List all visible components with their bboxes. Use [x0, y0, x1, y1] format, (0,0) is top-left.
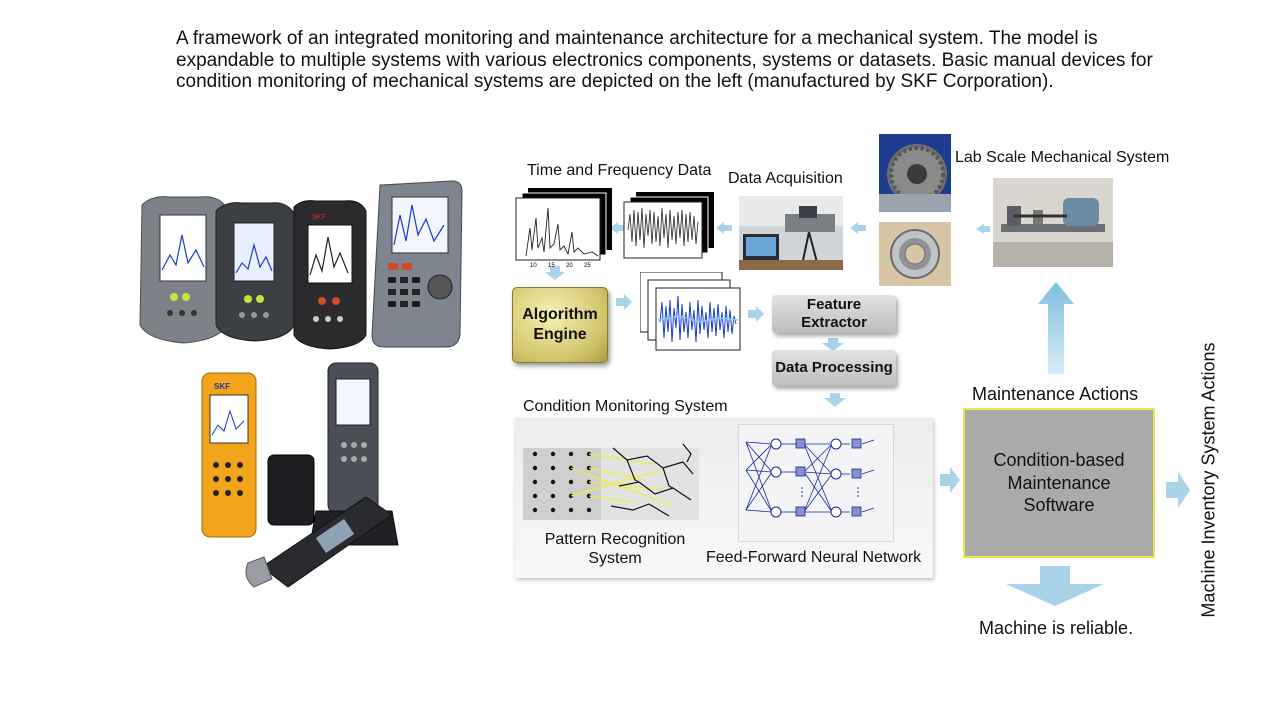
- arrow-gear-to-acquisition: [850, 222, 866, 234]
- arrow-maintenance-to-inventory: [1166, 472, 1190, 508]
- time-signal-plot: [623, 192, 714, 259]
- skf-logo: SKF: [214, 382, 230, 391]
- vibration-probe: [245, 496, 393, 588]
- data-processing-box: Data Processing: [772, 350, 896, 386]
- tick-label: 25: [584, 263, 591, 268]
- frequency-spectrum-plot: 10 15 20 25: [515, 188, 612, 268]
- handheld-device-4: [371, 180, 463, 348]
- arrow-processing-to-cms: [824, 393, 846, 407]
- cbm-software-box: Condition-based Maintenance Software: [963, 408, 1155, 558]
- machine-reliable-label: Machine is reliable.: [979, 618, 1134, 638]
- handheld-device-3: SKF: [293, 200, 367, 350]
- arrow-feature-to-processing: [822, 338, 844, 351]
- cbm-software-label: Condition-based Maintenance Software: [993, 450, 1125, 516]
- neural-network-label: Feed-Forward Neural Network: [706, 549, 922, 566]
- skf-logo: SKF: [312, 214, 326, 221]
- neural-network-graphic: [738, 424, 894, 542]
- handheld-device-1: [139, 196, 227, 344]
- arrow-timefreq-to-algorithm: [545, 266, 565, 280]
- lab-system-photo: [993, 178, 1113, 267]
- lab-scale-label: Lab Scale Mechanical System: [955, 149, 1170, 166]
- bearing-photo: [879, 222, 951, 286]
- arrow-signals-left: [610, 222, 626, 234]
- arrow-algorithm-to-signal: [616, 294, 632, 310]
- arrow-signal-to-feature: [748, 306, 764, 322]
- tick-label: 10: [530, 263, 537, 268]
- arrow-maintenance-to-lab: [1038, 282, 1074, 374]
- cms-label: Condition Monitoring System: [523, 398, 728, 415]
- algorithm-engine-box: Algorithm Engine: [512, 287, 608, 363]
- arrow-lab-to-bearing: [976, 224, 990, 234]
- time-frequency-label: Time and Frequency Data: [527, 162, 712, 179]
- pattern-recognition-graphic: [523, 443, 699, 520]
- gear-photo: [879, 134, 951, 212]
- tick-label: 20: [566, 263, 573, 268]
- maintenance-actions-label: Maintenance Actions: [972, 384, 1139, 404]
- arrow-acquisition-to-timefreq: [716, 222, 732, 234]
- data-acquisition-photo: [739, 196, 843, 270]
- tick-label: 15: [548, 263, 555, 268]
- filtered-signal-plot: [640, 272, 741, 351]
- data-acquisition-label: Data Acquisition: [728, 170, 843, 187]
- inventory-actions-label: Machine Inventory System Actions: [1198, 342, 1219, 618]
- arrow-cms-to-maintenance: [940, 467, 960, 493]
- arrow-maintenance-to-reliable: [1006, 566, 1104, 606]
- feature-extractor-box: Feature Extractor: [772, 295, 896, 333]
- handheld-device-yellow: SKF: [201, 372, 257, 538]
- skf-devices-illustration: SKF SKF: [139, 180, 463, 588]
- handheld-device-2: [215, 202, 295, 342]
- pattern-recognition-label: Pattern Recognition System: [544, 531, 686, 567]
- figure-caption: A framework of an integrated monitoring …: [176, 28, 1153, 92]
